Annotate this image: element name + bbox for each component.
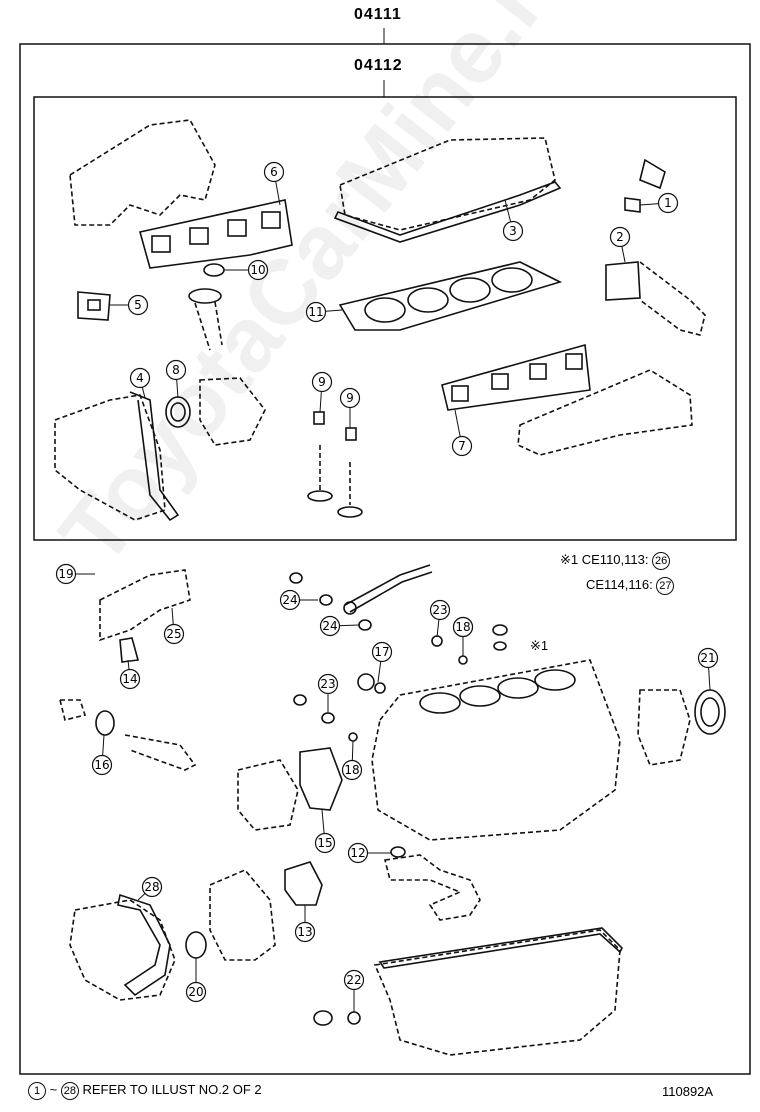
footer-range-sep: ~: [49, 1082, 58, 1097]
callout-10: 10: [224, 259, 269, 281]
callout-6: 6: [263, 161, 285, 206]
valve-cover-gasket: [333, 181, 562, 243]
note-line-1: ※1 CE110,113: 26: [560, 552, 671, 570]
inner-set-number: 04112: [354, 57, 403, 74]
callout-3: 3: [502, 199, 524, 242]
callout-number: 8: [172, 363, 180, 377]
callout-24: 24: [319, 615, 360, 637]
note1-models: CE110,113:: [581, 552, 649, 567]
callout-12: 12: [347, 842, 391, 864]
callout-number: 28: [144, 880, 159, 894]
note2-ref: 27: [656, 577, 675, 595]
footer-reference: 1 ~ 28 REFER TO ILLUST NO.2 OF 2: [28, 1082, 262, 1100]
callout-15: 15: [314, 809, 336, 854]
callout-number: 1: [664, 196, 672, 210]
callout-number: 2: [616, 230, 624, 244]
oil-pan: [373, 929, 621, 1056]
callout-19: 19: [55, 563, 95, 585]
callout-9: 9: [311, 371, 333, 413]
outer-set-number: 04111: [354, 6, 402, 23]
note1-mark: ※1: [560, 552, 579, 567]
valve-cover: [339, 137, 556, 231]
illustration-id: 110892A: [662, 1084, 714, 1099]
callout-number: 12: [350, 846, 365, 860]
callout-number: 22: [346, 973, 361, 987]
callout-17: 17: [371, 641, 393, 683]
callout-number: 5: [134, 298, 142, 312]
callout-number: 11: [308, 305, 323, 319]
callout-number: 24: [282, 593, 297, 607]
intake-manifold-gasket: [139, 199, 293, 269]
inner-set-frame: [33, 96, 737, 541]
callout-9: 9: [339, 387, 361, 428]
callout-8: 8: [165, 359, 187, 399]
callout-2: 2: [609, 226, 631, 263]
callout-18: 18: [452, 616, 474, 656]
callout-number: 7: [458, 439, 466, 453]
callout-24: 24: [279, 589, 318, 611]
callout-11: 11: [305, 301, 343, 323]
callout-number: 13: [297, 925, 312, 939]
cylinder-block: [371, 659, 621, 841]
callout-23: 23: [317, 673, 339, 713]
footer-ref-text: REFER TO ILLUST NO.2 OF 2: [82, 1082, 262, 1097]
callout-number: 10: [250, 263, 265, 277]
note1-ref: 26: [652, 552, 671, 570]
callout-25: 25: [163, 607, 185, 645]
callout-number: 25: [166, 627, 181, 641]
callout-number: 14: [122, 672, 137, 686]
callout-number: 23: [320, 677, 335, 691]
callout-20: 20: [185, 958, 207, 1003]
note-line-2: CE114,116: 27: [586, 577, 675, 595]
callout-number: 15: [317, 836, 332, 850]
callout-number: 21: [700, 651, 715, 665]
footer-ref-end: 28: [60, 1082, 79, 1100]
oil-strainer-gasket: [284, 861, 323, 906]
callout-13: 13: [294, 905, 316, 943]
callout-number: 17: [374, 645, 389, 659]
footer-ref-start: 1: [28, 1082, 46, 1100]
callout-23: 23: [429, 599, 451, 638]
callout-28: 28: [137, 876, 163, 901]
note2-models: CE114,116:: [586, 577, 653, 592]
callout-number: 20: [188, 985, 203, 999]
callout-number: 23: [432, 603, 447, 617]
callout-number: 18: [455, 620, 470, 634]
callout-number: 24: [322, 619, 337, 633]
exhaust-pipe: [639, 261, 706, 336]
callout-number: 19: [58, 567, 73, 581]
intake-manifold: [69, 119, 216, 226]
callout-number: 16: [94, 758, 109, 772]
callout-5: 5: [110, 294, 149, 316]
callout-number: 6: [270, 165, 278, 179]
callout-number: 3: [509, 224, 517, 238]
timing-cover: [54, 394, 166, 521]
callout-22: 22: [343, 969, 365, 1012]
callout-number: 18: [344, 763, 359, 777]
cylinder-head-gasket: [338, 261, 563, 331]
callout-18: 18: [341, 740, 363, 781]
callout-21: 21: [697, 647, 719, 691]
callout-number: 9: [346, 391, 354, 405]
callout-1: 1: [639, 192, 679, 214]
exhaust-manifold: [517, 369, 693, 456]
exhaust-manifold-gasket: [441, 343, 591, 411]
callout-16: 16: [91, 734, 113, 776]
inline-note-mark: ※1: [530, 638, 549, 653]
callout-14: 14: [119, 659, 141, 690]
callout-7: 7: [451, 409, 473, 457]
outer-set-frame: [19, 43, 751, 1075]
callout-number: 9: [318, 375, 326, 389]
callout-number: 4: [136, 371, 144, 385]
water-pump-gasket: [299, 747, 343, 811]
callout-4: 4: [129, 367, 151, 399]
